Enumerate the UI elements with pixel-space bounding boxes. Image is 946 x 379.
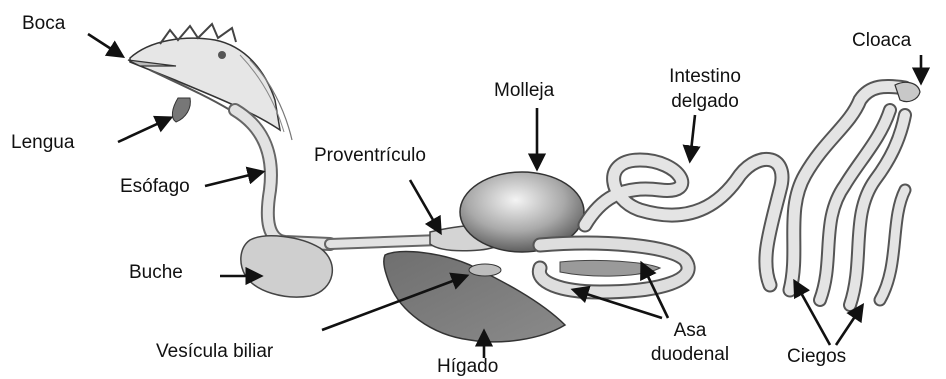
label-higado: Hígado [437,356,498,378]
duodenal-loop [539,243,688,292]
label-asa-duodenal: Asa duodenal [630,320,750,366]
label-proventriculo: Proventrículo [314,145,426,167]
arrow-boca [88,34,122,56]
label-vesicula-biliar: Vesícula biliar [156,341,273,363]
label-cloaca: Cloaca [852,30,911,52]
label-boca: Boca [22,13,65,35]
arrow-lengua [118,118,170,142]
label-esofago: Esófago [120,176,190,198]
esophagus [235,110,330,244]
gall-bladder [469,264,501,276]
label-ciegos: Ciegos [787,346,846,368]
arrow-proventriculo [410,180,440,232]
label-intestino-line1: Intestino [649,66,761,88]
label-asa-line2: duodenal [630,344,750,366]
arrow-esofago [205,172,262,186]
head [128,24,292,140]
label-lengua: Lengua [11,132,74,154]
label-molleja: Molleja [494,80,554,102]
arrow-intestino [690,115,695,160]
label-intestino-line2: delgado [649,91,761,113]
label-asa-line1: Asa [630,320,750,342]
caeca [790,82,920,305]
label-buche: Buche [129,262,183,284]
label-intestino-delgado: Intestino delgado [649,66,761,113]
